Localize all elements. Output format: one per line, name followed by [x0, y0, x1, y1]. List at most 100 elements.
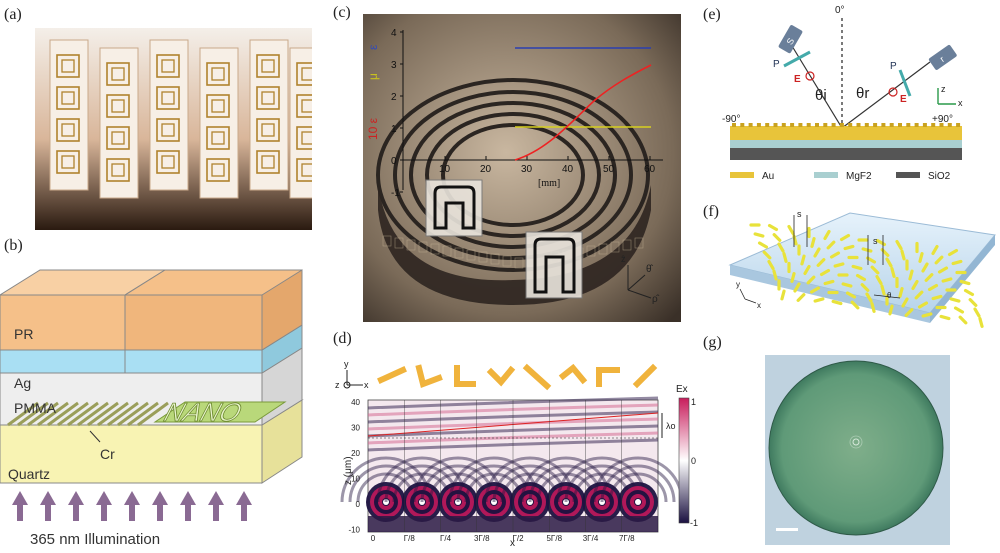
zero-angle: 0°: [835, 5, 845, 16]
nanorod: [875, 274, 883, 286]
c-xtick: 10: [439, 164, 451, 175]
nanorod: [800, 254, 806, 266]
c-ytick: -1: [391, 188, 400, 199]
nanorod: [939, 314, 951, 321]
d-ytick: -10: [348, 526, 360, 535]
nanorod: [927, 283, 939, 292]
layer-label-quartz: Quartz: [8, 466, 50, 482]
nanorod: [813, 297, 825, 303]
s-label-2: s: [873, 236, 878, 246]
nanorod: [803, 264, 811, 276]
nanorod: [823, 229, 831, 241]
c-ytick: 3: [391, 60, 397, 71]
nanorod: [829, 251, 841, 259]
nanorod: [880, 284, 886, 296]
nanorod: [890, 267, 896, 278]
unit-cell-inset-1: [425, 179, 483, 237]
panel-a-label: (a): [4, 6, 22, 23]
nanorod: [865, 292, 873, 303]
d-xtick: Γ/4: [440, 534, 452, 543]
source-s-label: S: [785, 36, 797, 46]
illumination-arrow: [40, 491, 56, 521]
nanorod: [826, 240, 836, 250]
v-antenna: [377, 366, 407, 384]
corner-z: z: [335, 380, 340, 390]
illumination-arrow: [124, 491, 140, 521]
nanorod: [823, 279, 835, 286]
f-axis-y: y: [736, 280, 740, 289]
nanorod: [921, 312, 933, 318]
d-xtick: Γ/2: [512, 534, 524, 543]
cr-grating-line: [87, 401, 119, 427]
d-xtick: 3Γ/4: [583, 534, 599, 543]
left-angle: -90°: [722, 114, 740, 125]
nanorod: [790, 272, 796, 283]
axis-z-symbol: ẑ: [621, 254, 626, 264]
v-antenna: [454, 365, 476, 387]
nanorod: [924, 273, 934, 282]
nanorod: [914, 290, 924, 300]
illumination-label: 365 nm Illumination: [30, 531, 160, 548]
nanorod: [973, 307, 981, 318]
nano-pattern: NANO: [161, 398, 246, 427]
nanorod: [900, 249, 906, 261]
nanorod: [978, 317, 984, 328]
axis-x: x: [958, 98, 963, 108]
cr-grating-line: [137, 401, 169, 427]
illumination-arrow: [12, 491, 28, 521]
unit-cell-inset-2: [525, 231, 583, 299]
f-axis-x: x: [757, 301, 761, 310]
nanorod: [841, 282, 853, 288]
c-xtick: 40: [562, 164, 574, 175]
nanorod: [816, 258, 826, 267]
nanorod: [870, 302, 876, 313]
nanorod: [958, 315, 968, 325]
colorbar-tick-max: 1: [691, 397, 696, 407]
nanorod: [845, 291, 857, 299]
ring-card: [49, 39, 89, 191]
c-ytick: 4: [391, 28, 397, 39]
cr-grating-line: [77, 401, 109, 427]
ring-card: [249, 39, 289, 191]
nanorod: [831, 299, 843, 306]
nanorod: [941, 277, 953, 283]
legend-sio2: SiO2: [928, 171, 951, 182]
lambda-label: λo: [666, 421, 676, 431]
nanorod: [855, 273, 867, 282]
colorbar: [678, 397, 690, 524]
nanorod: [757, 241, 769, 249]
cr-grating-line: [17, 401, 49, 427]
nanorod: [931, 244, 939, 256]
nanorod: [819, 268, 831, 277]
corner-x: x: [364, 380, 369, 390]
nanorod: [968, 298, 978, 307]
panel-c-label: (c): [333, 4, 351, 21]
d-xtick: 7Γ/8: [619, 534, 635, 543]
c-ytick: 2: [391, 92, 397, 103]
layer-label-pr: PR: [14, 326, 33, 342]
c-xtick: 50: [603, 164, 615, 175]
panel-f: s s θ y x (f): [700, 195, 1000, 345]
nanorod: [963, 288, 975, 297]
d-xtick: Γ/8: [404, 534, 416, 543]
v-antenna: [596, 367, 620, 387]
nanorod: [753, 232, 765, 238]
panel-f-label: (f): [703, 203, 719, 220]
nanorod: [917, 301, 929, 309]
panel-d-label: (d): [333, 330, 352, 347]
nanorod: [839, 233, 851, 242]
nanorod: [772, 233, 782, 242]
cr-grating-line: [117, 401, 149, 427]
d-xlabel: x: [510, 538, 515, 548]
nanorod: [885, 257, 893, 268]
nanorod: [934, 255, 944, 265]
nanorod: [806, 275, 816, 285]
nanorod: [772, 269, 778, 281]
panel-g-label: (g): [703, 334, 722, 351]
nanorod: [953, 306, 965, 314]
illumination-arrow: [236, 491, 252, 521]
nanorod: [901, 297, 909, 308]
nanorod: [904, 308, 914, 317]
cr-grating-line: [27, 401, 59, 427]
